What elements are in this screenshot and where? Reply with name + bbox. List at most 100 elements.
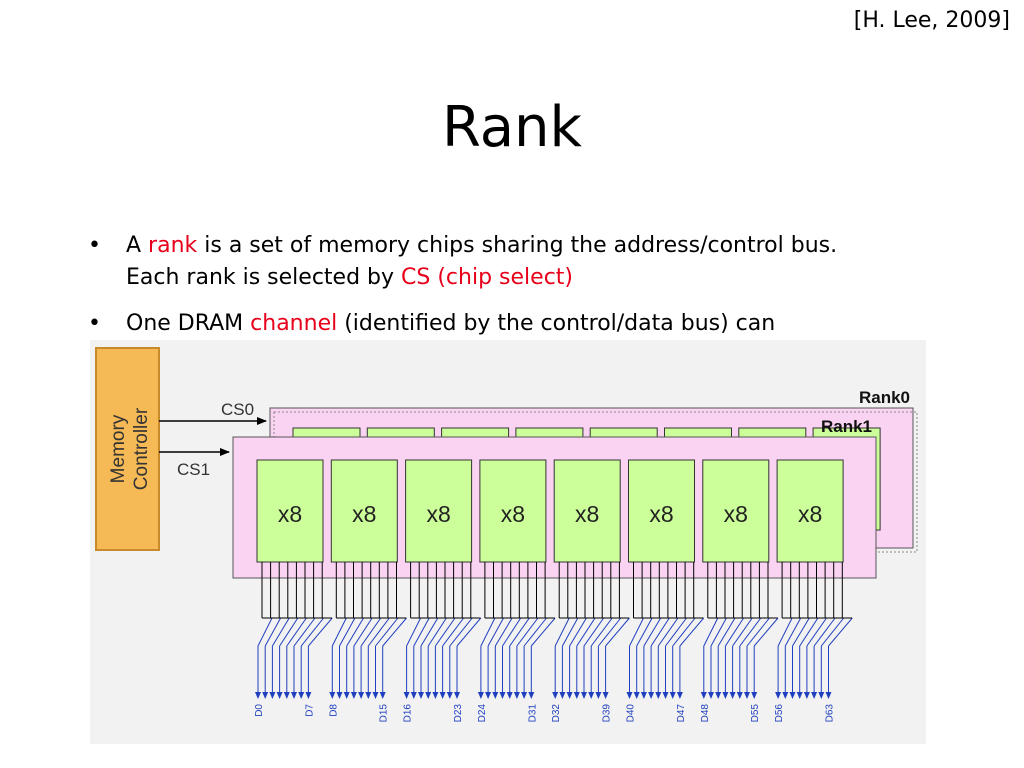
- bus-fan: [286, 617, 307, 647]
- bus-fan: [799, 617, 819, 647]
- bus-fan: [420, 617, 439, 647]
- bullet-dot: •: [88, 311, 101, 336]
- data-bit-label: D24: [477, 704, 488, 723]
- bus-arrowhead: [403, 692, 410, 699]
- bus-arrowhead: [269, 692, 276, 699]
- data-bit-label: D32: [551, 704, 562, 723]
- bus-arrowhead: [751, 692, 758, 699]
- bus-fan: [516, 617, 539, 647]
- bus-fan: [792, 617, 810, 647]
- bus-arrowhead: [372, 692, 379, 699]
- bus-arrowhead: [485, 692, 492, 699]
- bus-fan: [724, 617, 745, 647]
- bus-arrowhead: [379, 692, 386, 699]
- rank1-chip: [330, 459, 398, 563]
- controller-label-line2: Controller: [131, 407, 152, 490]
- bus-fan: [583, 617, 605, 647]
- data-bit-label: D0: [254, 704, 265, 717]
- data-bit-label: D8: [328, 704, 339, 717]
- rank1-label: Rank1: [821, 417, 872, 436]
- bus-fan: [494, 617, 513, 647]
- data-bit-label: D16: [403, 704, 414, 723]
- bus-arrowhead: [573, 692, 580, 699]
- bullet1-pre: A: [126, 233, 149, 258]
- rank1-chip: [553, 459, 621, 563]
- bullet1-line2-pre: Each rank is selected by: [126, 265, 402, 290]
- rank-diagram: Memory Controller CS0 CS1 Rank0 Rank1 x8…: [90, 340, 926, 744]
- bullet1-highlight: rank: [148, 233, 198, 258]
- chip-width-label: x8: [798, 501, 822, 527]
- bus-arrowhead: [336, 692, 343, 699]
- bus-arrowhead: [581, 692, 587, 699]
- bus-fan: [672, 617, 696, 647]
- bus-arrowhead: [358, 692, 365, 699]
- data-bit-label: D7: [304, 704, 315, 717]
- bus-fan: [279, 617, 299, 647]
- bus-arrowhead: [559, 692, 566, 699]
- bus-fan: [598, 617, 622, 647]
- bus-arrowhead: [528, 692, 535, 699]
- bus-fan: [806, 617, 827, 647]
- bus-arrowhead: [492, 692, 499, 699]
- bus-fan: [753, 617, 779, 647]
- bus-arrowhead: [365, 692, 372, 699]
- bus-arrowhead: [521, 692, 528, 699]
- bus-fan: [382, 617, 407, 647]
- bus-arrowhead: [655, 692, 662, 699]
- bullet2-pre: One DRAM: [126, 311, 251, 336]
- bus-arrowhead: [715, 692, 722, 699]
- bus-arrowhead: [343, 692, 350, 699]
- bus-arrowhead: [796, 692, 803, 699]
- bus-arrowhead: [588, 692, 595, 699]
- bullet-dot: •: [88, 233, 101, 258]
- bus-fan: [375, 617, 399, 647]
- bus-arrowhead: [775, 692, 782, 699]
- bus-fan: [300, 617, 324, 647]
- bus-arrowhead: [722, 692, 729, 699]
- bus-fan: [657, 617, 679, 647]
- bus-arrowhead: [789, 692, 796, 699]
- bus-arrowhead: [446, 692, 453, 699]
- slide-title: Rank: [442, 95, 582, 160]
- chip-width-label: x8: [649, 501, 673, 527]
- bus-arrowhead: [662, 692, 669, 699]
- rank1-chip: [405, 459, 473, 563]
- bus-fan: [703, 617, 719, 647]
- bus-fan: [629, 617, 644, 647]
- bus-arrowhead: [626, 692, 633, 699]
- bus-fan: [813, 617, 836, 647]
- bus-fan: [569, 617, 587, 647]
- bus-arrowhead: [418, 692, 424, 699]
- data-bit-label: D40: [626, 704, 637, 723]
- bus-fan: [710, 617, 727, 647]
- bullet1-mid: is a set of memory chips sharing the add…: [197, 233, 838, 258]
- bus-arrowhead: [676, 692, 683, 699]
- bus-arrowhead: [262, 692, 269, 699]
- bus-fan: [554, 617, 570, 647]
- bus-fan: [271, 617, 290, 647]
- rank1-chip: [256, 459, 324, 563]
- chip-width-label: x8: [501, 501, 525, 527]
- bus-fan: [820, 617, 845, 647]
- rank1-chip: [776, 459, 844, 563]
- data-bit-label: D31: [527, 704, 538, 723]
- bus-arrowhead: [708, 692, 714, 699]
- bus-arrowhead: [700, 692, 707, 699]
- bus-fan: [346, 617, 364, 647]
- cs1-label: CS1: [177, 460, 210, 479]
- bus-fan: [717, 617, 736, 647]
- bullet2-highlight: channel: [250, 311, 338, 336]
- bus-fan: [502, 617, 522, 647]
- bus-fan: [828, 617, 853, 647]
- bus-fan: [449, 617, 473, 647]
- bus-fan: [665, 617, 687, 647]
- rank1-chip: [628, 459, 695, 563]
- bus-fan: [732, 617, 753, 647]
- bullet-item-rank: • A rank is a set of memory chips sharin…: [86, 230, 966, 294]
- data-bit-label: D63: [825, 704, 836, 723]
- bus-arrowhead: [499, 692, 506, 699]
- bus-arrowhead: [255, 692, 261, 699]
- bus-arrowhead: [291, 692, 297, 699]
- bus-arrowhead: [329, 692, 336, 699]
- data-bit-label: D48: [700, 704, 711, 723]
